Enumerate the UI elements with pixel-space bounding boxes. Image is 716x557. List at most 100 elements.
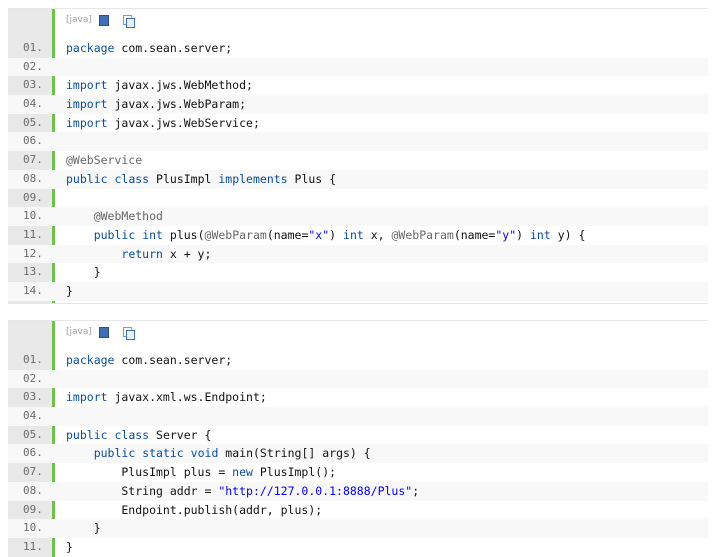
line-number: 05. <box>23 115 43 129</box>
code-token: } <box>66 283 73 298</box>
code-token: "http://127.0.0.1:8888/Plus" <box>218 483 413 498</box>
code-text: package com.sean.server; <box>66 41 232 55</box>
code-line: 13. } <box>8 263 708 282</box>
code-line: 11.} <box>8 538 708 557</box>
line-number: 10. <box>23 521 43 535</box>
language-label: [java] <box>66 15 92 25</box>
code-token: public <box>66 427 108 442</box>
copy-icon[interactable] <box>122 14 135 28</box>
code-text: public class Server { <box>66 428 211 442</box>
code-token: PlusImpl <box>149 171 219 186</box>
language-label: [java] <box>66 327 92 337</box>
code-text: } <box>66 284 73 298</box>
line-number: 05. <box>23 427 43 441</box>
code-line: 08. String addr = "http://127.0.0.1:8888… <box>8 481 708 501</box>
code-text: } <box>66 540 73 554</box>
view-source-icon[interactable] <box>98 14 109 26</box>
code-token: import <box>66 115 108 130</box>
line-number: 08. <box>23 483 43 497</box>
code-line: 09. Endpoint.publish(addr, plus); <box>8 501 708 520</box>
code-text: public class PlusImpl implements Plus { <box>66 172 336 186</box>
code-line: 05. public class Server { <box>8 426 708 445</box>
line-number: 02. <box>23 371 43 385</box>
code-line: 06. public static void main(String[] arg… <box>8 444 708 464</box>
code-token: } <box>66 265 101 280</box>
code-token: (name= <box>266 227 309 242</box>
code-toolbar: [java] <box>66 321 135 343</box>
code-text: } <box>66 521 101 535</box>
code-token: x + y; <box>162 246 212 261</box>
code-token: import <box>66 78 108 93</box>
line-number: 01. <box>23 353 43 366</box>
code-token: "x" <box>308 227 330 242</box>
code-token: class <box>114 427 150 442</box>
code-token: PlusImpl plus = <box>66 465 233 480</box>
code-line: 14.} <box>8 281 708 301</box>
code-token: import <box>66 97 108 112</box>
gutter-accent-bar <box>52 9 55 303</box>
code-text: public int plus(@WebParam(name="x") int … <box>66 227 586 242</box>
code-line: 01. package com.sean.server; <box>8 351 708 370</box>
code-line: 08. public class PlusImpl implements Plus… <box>8 169 708 189</box>
code-token: int <box>142 227 163 242</box>
code-line: 11. public int plus(@WebParam(name="x") … <box>8 226 708 245</box>
code-text: @WebService <box>66 153 142 167</box>
code-token: new <box>232 465 253 480</box>
line-number: 09. <box>23 502 43 516</box>
code-text: PlusImpl plus = new PlusImpl(); <box>66 465 336 479</box>
code-text: package com.sean.server; <box>66 353 232 367</box>
code-toolbar: [java] <box>66 9 135 31</box>
code-token: y) { <box>550 227 586 242</box>
code-line: 09. <box>8 189 708 208</box>
code-token: @WebMethod <box>93 209 163 224</box>
code-token: x, <box>363 227 392 242</box>
line-number: 12. <box>23 246 43 260</box>
code-line: 03. import javax.xml.ws.Endpoint; <box>8 388 708 407</box>
code-token: ) <box>516 227 530 242</box>
line-number: 09. <box>23 190 43 204</box>
view-source-icon[interactable] <box>98 326 109 338</box>
code-token: (name= <box>453 227 496 242</box>
code-token: public <box>93 446 136 461</box>
line-number: 03. <box>23 78 43 92</box>
line-number: 04. <box>23 409 43 423</box>
code-token: javax.jws.WebService; <box>107 115 260 130</box>
line-number: 07. <box>23 153 43 167</box>
code-text: String addr = "http://127.0.0.1:8888/Plu… <box>66 484 419 498</box>
code-text: @WebMethod <box>66 209 163 223</box>
code-token: Server { <box>149 427 212 442</box>
code-token: @WebParam <box>391 227 454 242</box>
line-number: 08. <box>23 171 43 185</box>
line-number: 06. <box>23 134 43 148</box>
line-number: 01. <box>23 41 43 54</box>
code-token: ; <box>412 483 420 498</box>
code-lines: 01. package com.sean.server; 02. 03. import … <box>8 351 708 557</box>
line-number: 11. <box>23 539 43 553</box>
code-token: PlusImpl(); <box>252 465 337 480</box>
code-line: 07. PlusImpl plus = new PlusImpl(); <box>8 463 708 482</box>
code-lines: 01.package com.sean.server;02.03.import … <box>8 39 708 301</box>
code-token: javax.jws.WebParam; <box>107 97 247 112</box>
code-text: } <box>66 265 101 279</box>
copy-icon[interactable] <box>122 326 135 340</box>
code-token: Endpoint.publish(addr, plus); <box>66 502 323 517</box>
line-number: 10. <box>23 209 43 223</box>
code-token <box>66 247 121 261</box>
code-block-2: [java] 01. package com.sean.server; 02. 03.… <box>8 320 708 557</box>
line-number: 14. <box>23 283 43 297</box>
code-token <box>66 446 94 460</box>
code-token: main(String[] args) { <box>218 446 371 461</box>
code-text: import javax.xml.ws.Endpoint; <box>66 390 267 404</box>
code-token: javax.xml.ws.Endpoint; <box>107 390 267 405</box>
line-number: 06. <box>23 446 43 460</box>
code-line: 07. @WebService <box>8 151 708 170</box>
code-block-1: [java] 01.package com.sean.server;02.03.… <box>8 8 708 304</box>
line-number: 03. <box>23 390 43 404</box>
code-token: String addr = <box>66 483 219 498</box>
code-token: javax.jws.WebMethod; <box>107 78 253 93</box>
code-token: @WebService <box>66 153 143 168</box>
code-token: } <box>66 539 73 554</box>
code-token: static <box>142 446 184 461</box>
code-text: Endpoint.publish(addr, plus); <box>66 503 322 517</box>
code-token: import <box>66 390 108 405</box>
